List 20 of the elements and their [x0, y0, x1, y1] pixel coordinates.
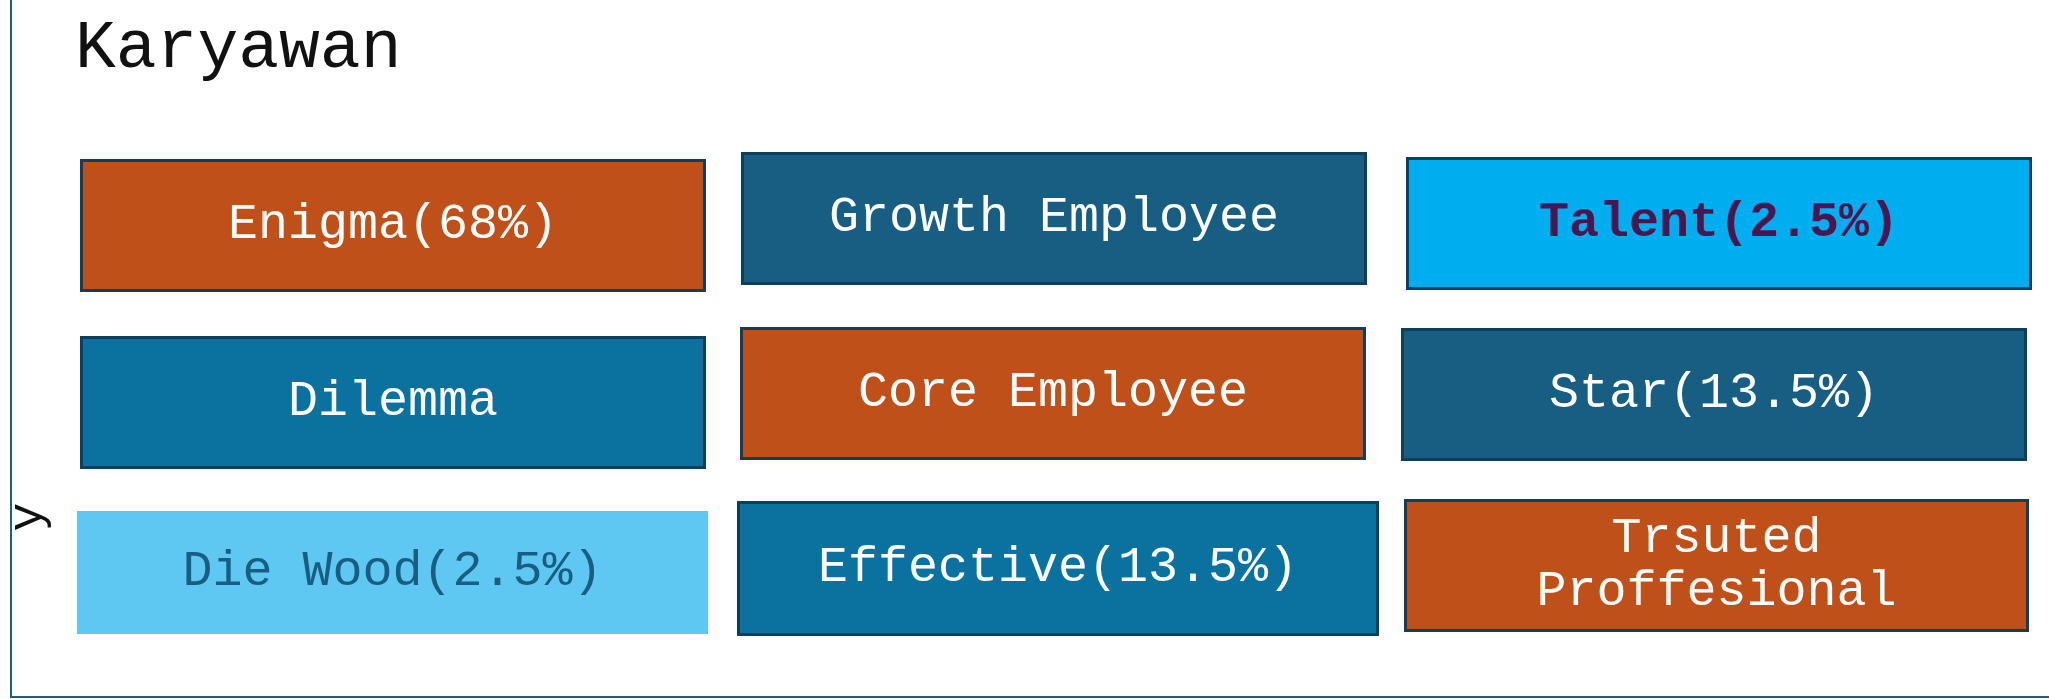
category-box — [80, 159, 706, 292]
category-box — [80, 336, 706, 469]
box-label: Die Wood(2.5%) — [182, 546, 603, 599]
category-box — [740, 327, 1366, 460]
category-box — [1406, 157, 2032, 290]
box-label: Trsuted Proffesional — [1535, 513, 1898, 618]
category-box — [737, 501, 1379, 636]
box-label: Growth Employee — [828, 192, 1280, 245]
diagram-title: Karyawan — [75, 10, 402, 87]
box-label: Enigma(68%) — [227, 199, 559, 252]
category-box — [77, 511, 708, 634]
box-label: Effective(13.5%) — [817, 542, 1299, 595]
box-label: Dilemma — [287, 376, 498, 429]
box-label: Talent(2.5%) — [1538, 197, 1900, 250]
axis-label: y — [1, 502, 56, 532]
category-box — [1401, 328, 2027, 461]
category-box — [1404, 499, 2029, 632]
box-label: Core Employee — [857, 367, 1249, 420]
category-box — [741, 152, 1367, 285]
box-label: Star(13.5%) — [1548, 368, 1880, 421]
